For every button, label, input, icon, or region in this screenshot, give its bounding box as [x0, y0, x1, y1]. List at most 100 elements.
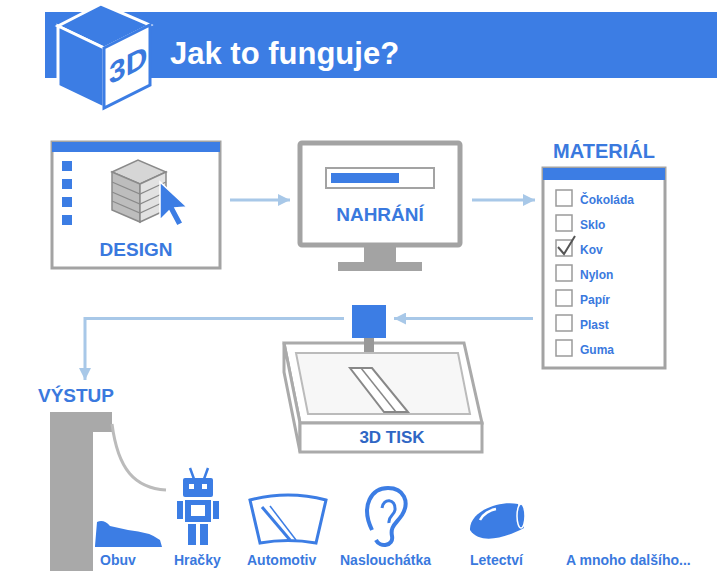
robot-head	[183, 478, 213, 497]
monitor-screen	[300, 143, 460, 245]
output-label: Hračky	[174, 552, 221, 568]
text-slot: NAHRÁNÍ	[296, 204, 464, 226]
menu-square	[62, 161, 72, 171]
print-bed	[296, 353, 470, 414]
ear-icon	[367, 488, 405, 545]
design-window: DESIGN	[50, 140, 222, 270]
text-slot: Papír	[580, 290, 667, 308]
wiper	[262, 507, 290, 540]
tray-side	[284, 343, 300, 452]
material-option: Papír	[580, 294, 610, 308]
output-label: Naslouchátka	[340, 552, 431, 568]
node-heading: MATERIÁL	[553, 140, 655, 163]
label-slot: A mnoho dalšího...	[566, 551, 691, 569]
text-slot: Nylon	[580, 265, 667, 283]
progress-fill	[331, 173, 399, 183]
printed-object-line	[361, 368, 396, 412]
page-title: Jak to funguje?	[170, 36, 399, 72]
checkbox	[556, 265, 572, 281]
text-slot: MATERIÁL	[541, 140, 667, 163]
material-option: Nylon	[580, 269, 613, 283]
upload-monitor: NAHRÁNÍ	[296, 140, 464, 274]
menu-square	[62, 197, 72, 207]
checkbox	[556, 340, 572, 356]
text-slot: Sklo	[580, 215, 667, 233]
robot-panel	[191, 505, 205, 516]
material-option: Čokoláda	[580, 194, 634, 208]
text-slot: Čokoláda	[580, 190, 667, 208]
flow-arrow	[85, 319, 344, 381]
label-slot: Naslouchátka	[340, 551, 431, 569]
node-heading: NAHRÁNÍ	[336, 204, 424, 226]
material-checklist: MATERIÁL ČokoládaSkloKovNylonPapírPlastGu…	[541, 140, 667, 370]
text-slot: DESIGN	[50, 239, 222, 261]
logo-text: 3D	[109, 38, 147, 92]
printer-art	[284, 305, 482, 452]
label-slot: Letectví	[470, 551, 523, 569]
chute-column	[50, 412, 93, 571]
monitor-art	[300, 143, 460, 271]
robot-body	[185, 500, 211, 522]
output-label: Automotiv	[247, 552, 316, 568]
text-slot: VÝSTUP	[38, 385, 170, 407]
robot-leg	[188, 524, 196, 545]
output-chute: VÝSTUP	[30, 385, 170, 571]
ear-inner	[382, 501, 395, 523]
cube-left	[58, 26, 104, 108]
robot-icon	[177, 468, 219, 545]
engine-shine	[480, 509, 496, 520]
robot-arm	[213, 501, 219, 519]
text-slot: Plast	[580, 315, 667, 333]
printed-object	[350, 368, 408, 412]
cube-right	[104, 25, 150, 108]
tray-rim	[284, 343, 482, 423]
engine-body	[470, 503, 524, 538]
flow-arrow	[230, 199, 290, 202]
robot-leg	[200, 524, 208, 545]
window-frame	[52, 142, 220, 268]
engine-intake	[517, 504, 525, 528]
label-slot: Obuv	[100, 551, 136, 569]
flow-arrow	[394, 317, 533, 320]
label-slot: Automotiv	[247, 551, 316, 569]
menu-square	[62, 215, 72, 225]
design-window-art	[52, 142, 220, 268]
chute-top	[50, 412, 112, 432]
material-option: Guma	[580, 344, 614, 358]
windshield-icon	[250, 495, 326, 543]
material-option: Plast	[580, 319, 609, 333]
print-head	[352, 305, 386, 338]
text-slot: Guma	[580, 340, 667, 358]
monitor-neck	[364, 247, 396, 263]
robot-eye	[202, 484, 207, 489]
cube-icon-layers	[112, 182, 166, 213]
flow-arrow	[472, 199, 535, 202]
output-label: Letectví	[470, 552, 523, 568]
node-heading: VÝSTUP	[38, 385, 114, 407]
windshield	[250, 495, 326, 543]
menu-square	[62, 179, 72, 189]
checklist-header	[543, 168, 665, 180]
output-chute-art	[50, 412, 166, 571]
checkbox	[556, 315, 572, 331]
checklist-art	[543, 168, 665, 368]
mouse-cursor	[160, 182, 187, 226]
checkbox	[556, 215, 572, 231]
cube-icon-left	[112, 172, 140, 222]
robot-antenna	[190, 468, 208, 479]
logo-cube	[58, 4, 150, 108]
ear-outline	[367, 488, 405, 545]
title-slot: Jak to funguje?	[170, 36, 399, 72]
checkbox	[556, 190, 572, 206]
material-option: Sklo	[580, 219, 605, 233]
checkbox	[556, 290, 572, 306]
text-slot: Kov	[580, 240, 667, 258]
output-label: Obuv	[100, 552, 136, 568]
chute-curve	[112, 424, 166, 490]
label-slot: Hračky	[174, 551, 221, 569]
material-option: Kov	[580, 244, 603, 258]
nozzle	[364, 338, 374, 352]
shoe-icon	[95, 521, 162, 547]
